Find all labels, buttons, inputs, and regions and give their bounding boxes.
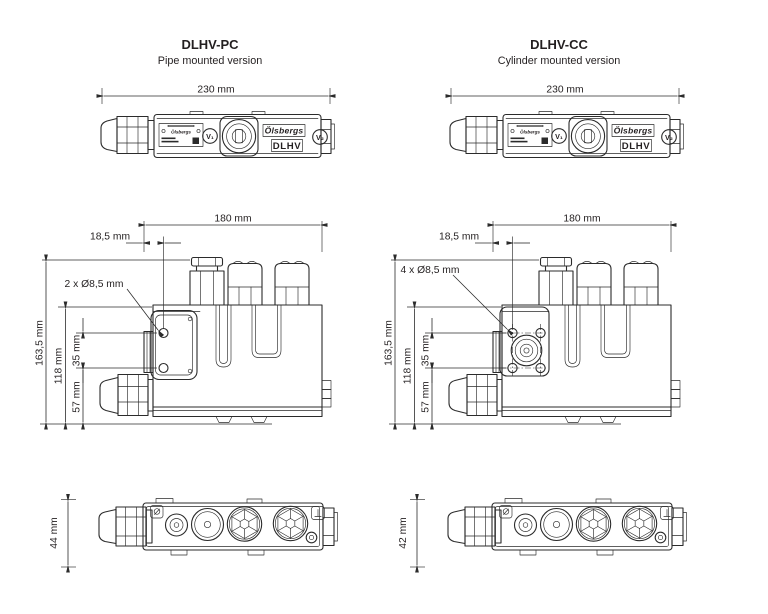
right-model-title: DLHV-CC (530, 37, 588, 52)
flange-central-port (510, 334, 543, 367)
right-subtitle: Cylinder mounted version (498, 55, 620, 67)
left-front-view (101, 85, 335, 158)
pipe-mount-plate (150, 309, 198, 381)
right-front-view (450, 85, 684, 158)
left-model-title: DLHV-PC (181, 37, 239, 52)
left-top-view (61, 499, 338, 568)
left-subtitle: Pipe mounted version (158, 55, 262, 67)
right-top-view (410, 499, 687, 568)
right-holes-note: 4 x Ø8,5 mm (401, 265, 514, 336)
flange-hole-bl (507, 362, 518, 374)
mount-hole-top (158, 327, 169, 339)
cylinder-mount-flange (499, 306, 550, 377)
left-top-view-height-label: 44 mm (49, 517, 60, 548)
right-top-view-height-label: 42 mm (398, 517, 409, 548)
flange-hole-tr (535, 327, 546, 339)
right-holes-note-label: 4 x Ø8,5 mm (401, 265, 460, 276)
left-holes-note: 2 x Ø8,5 mm (65, 279, 165, 338)
left-side-view (35, 214, 332, 425)
right-side-view (384, 214, 681, 425)
mount-hole-bottom (158, 362, 169, 374)
column-dlhv-cc: DLHV-CC Cylinder mounted version 4 x Ø8 (384, 37, 687, 567)
column-dlhv-pc: DLHV-PC Pipe mounted version 2 x Ø8,5 mm… (35, 37, 338, 567)
left-holes-note-label: 2 x Ø8,5 mm (65, 279, 124, 290)
flange-hole-br (535, 362, 546, 374)
